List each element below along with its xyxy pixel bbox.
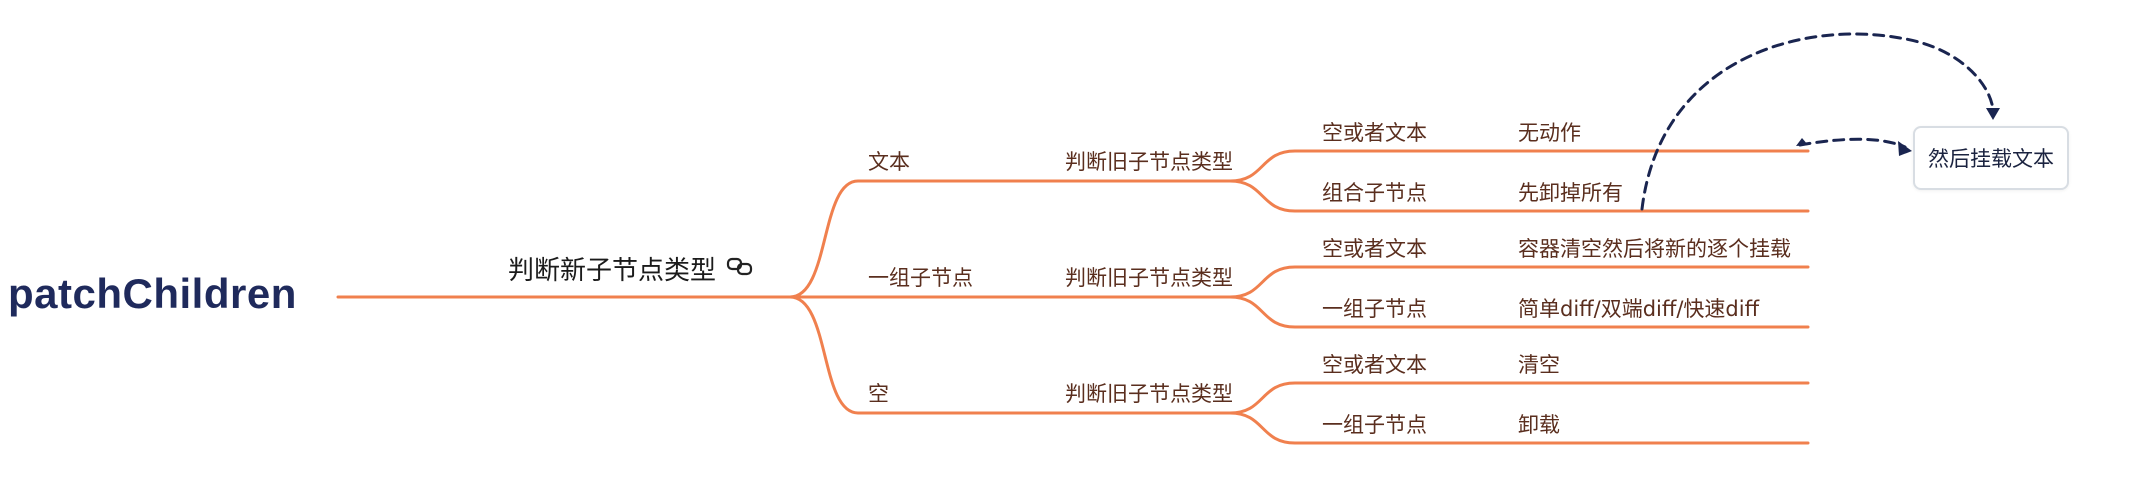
case-old-3-2[interactable]: 一组子节点	[1322, 413, 1427, 437]
judge-old-label-1[interactable]: 判断旧子节点类型	[1065, 150, 1233, 174]
case-action-3-1[interactable]: 清空	[1518, 353, 1560, 377]
case-action-2-2[interactable]: 简单diff/双端diff/快速diff	[1518, 297, 1760, 321]
branch-label-text[interactable]: 文本	[868, 150, 910, 174]
case-old-2-2[interactable]: 一组子节点	[1322, 297, 1427, 321]
branch-curve-empty	[788, 295, 1232, 415]
case-old-1-2[interactable]: 组合子节点	[1322, 181, 1427, 205]
judge-old-label-3[interactable]: 判断旧子节点类型	[1065, 382, 1233, 406]
branch-label-array[interactable]: 一组子节点	[868, 266, 973, 290]
case-action-1-2[interactable]: 先卸掉所有	[1518, 181, 1623, 205]
case-line-2-2	[1228, 295, 1810, 329]
link-icon[interactable]	[726, 254, 756, 278]
branch-curve-text	[788, 179, 1232, 299]
case-line-3-2	[1228, 411, 1810, 445]
root-node-title[interactable]: patchChildren	[8, 270, 297, 317]
case-line-3-1	[1228, 381, 1810, 415]
case-action-2-1[interactable]: 容器清空然后将新的逐个挂载	[1518, 237, 1791, 261]
arrowhead-left	[1796, 138, 1808, 146]
callout-label: 然后挂载文本	[1928, 147, 2054, 171]
case-line-1-1	[1228, 149, 1810, 183]
case-line-1-2	[1228, 179, 1810, 213]
arrowhead-right	[1898, 141, 1912, 156]
arrowhead-down	[1986, 108, 2000, 120]
level1-node-label[interactable]: 判断新子节点类型	[508, 256, 717, 286]
callout-node[interactable]: 然后挂载文本	[1913, 126, 2069, 190]
case-action-1-1[interactable]: 无动作	[1518, 121, 1581, 145]
dashed-short-connector	[1798, 137, 1907, 149]
judge-old-label-2[interactable]: 判断旧子节点类型	[1065, 266, 1233, 290]
case-action-3-2[interactable]: 卸载	[1518, 413, 1560, 437]
case-line-2-1	[1228, 265, 1810, 299]
branch-label-empty[interactable]: 空	[868, 382, 889, 406]
case-old-3-1[interactable]: 空或者文本	[1322, 353, 1427, 377]
case-old-1-1[interactable]: 空或者文本	[1322, 121, 1427, 145]
case-old-2-1[interactable]: 空或者文本	[1322, 237, 1427, 261]
